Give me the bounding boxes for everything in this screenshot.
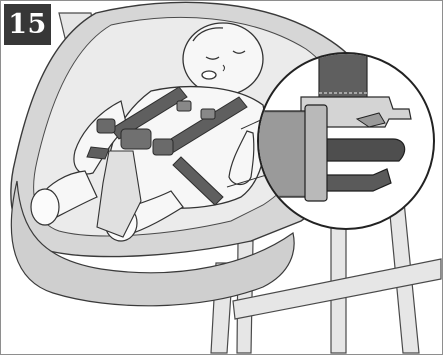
step-number-badge: 15: [4, 4, 51, 45]
baby-left-foot: [31, 189, 59, 225]
baby-head: [183, 23, 263, 95]
